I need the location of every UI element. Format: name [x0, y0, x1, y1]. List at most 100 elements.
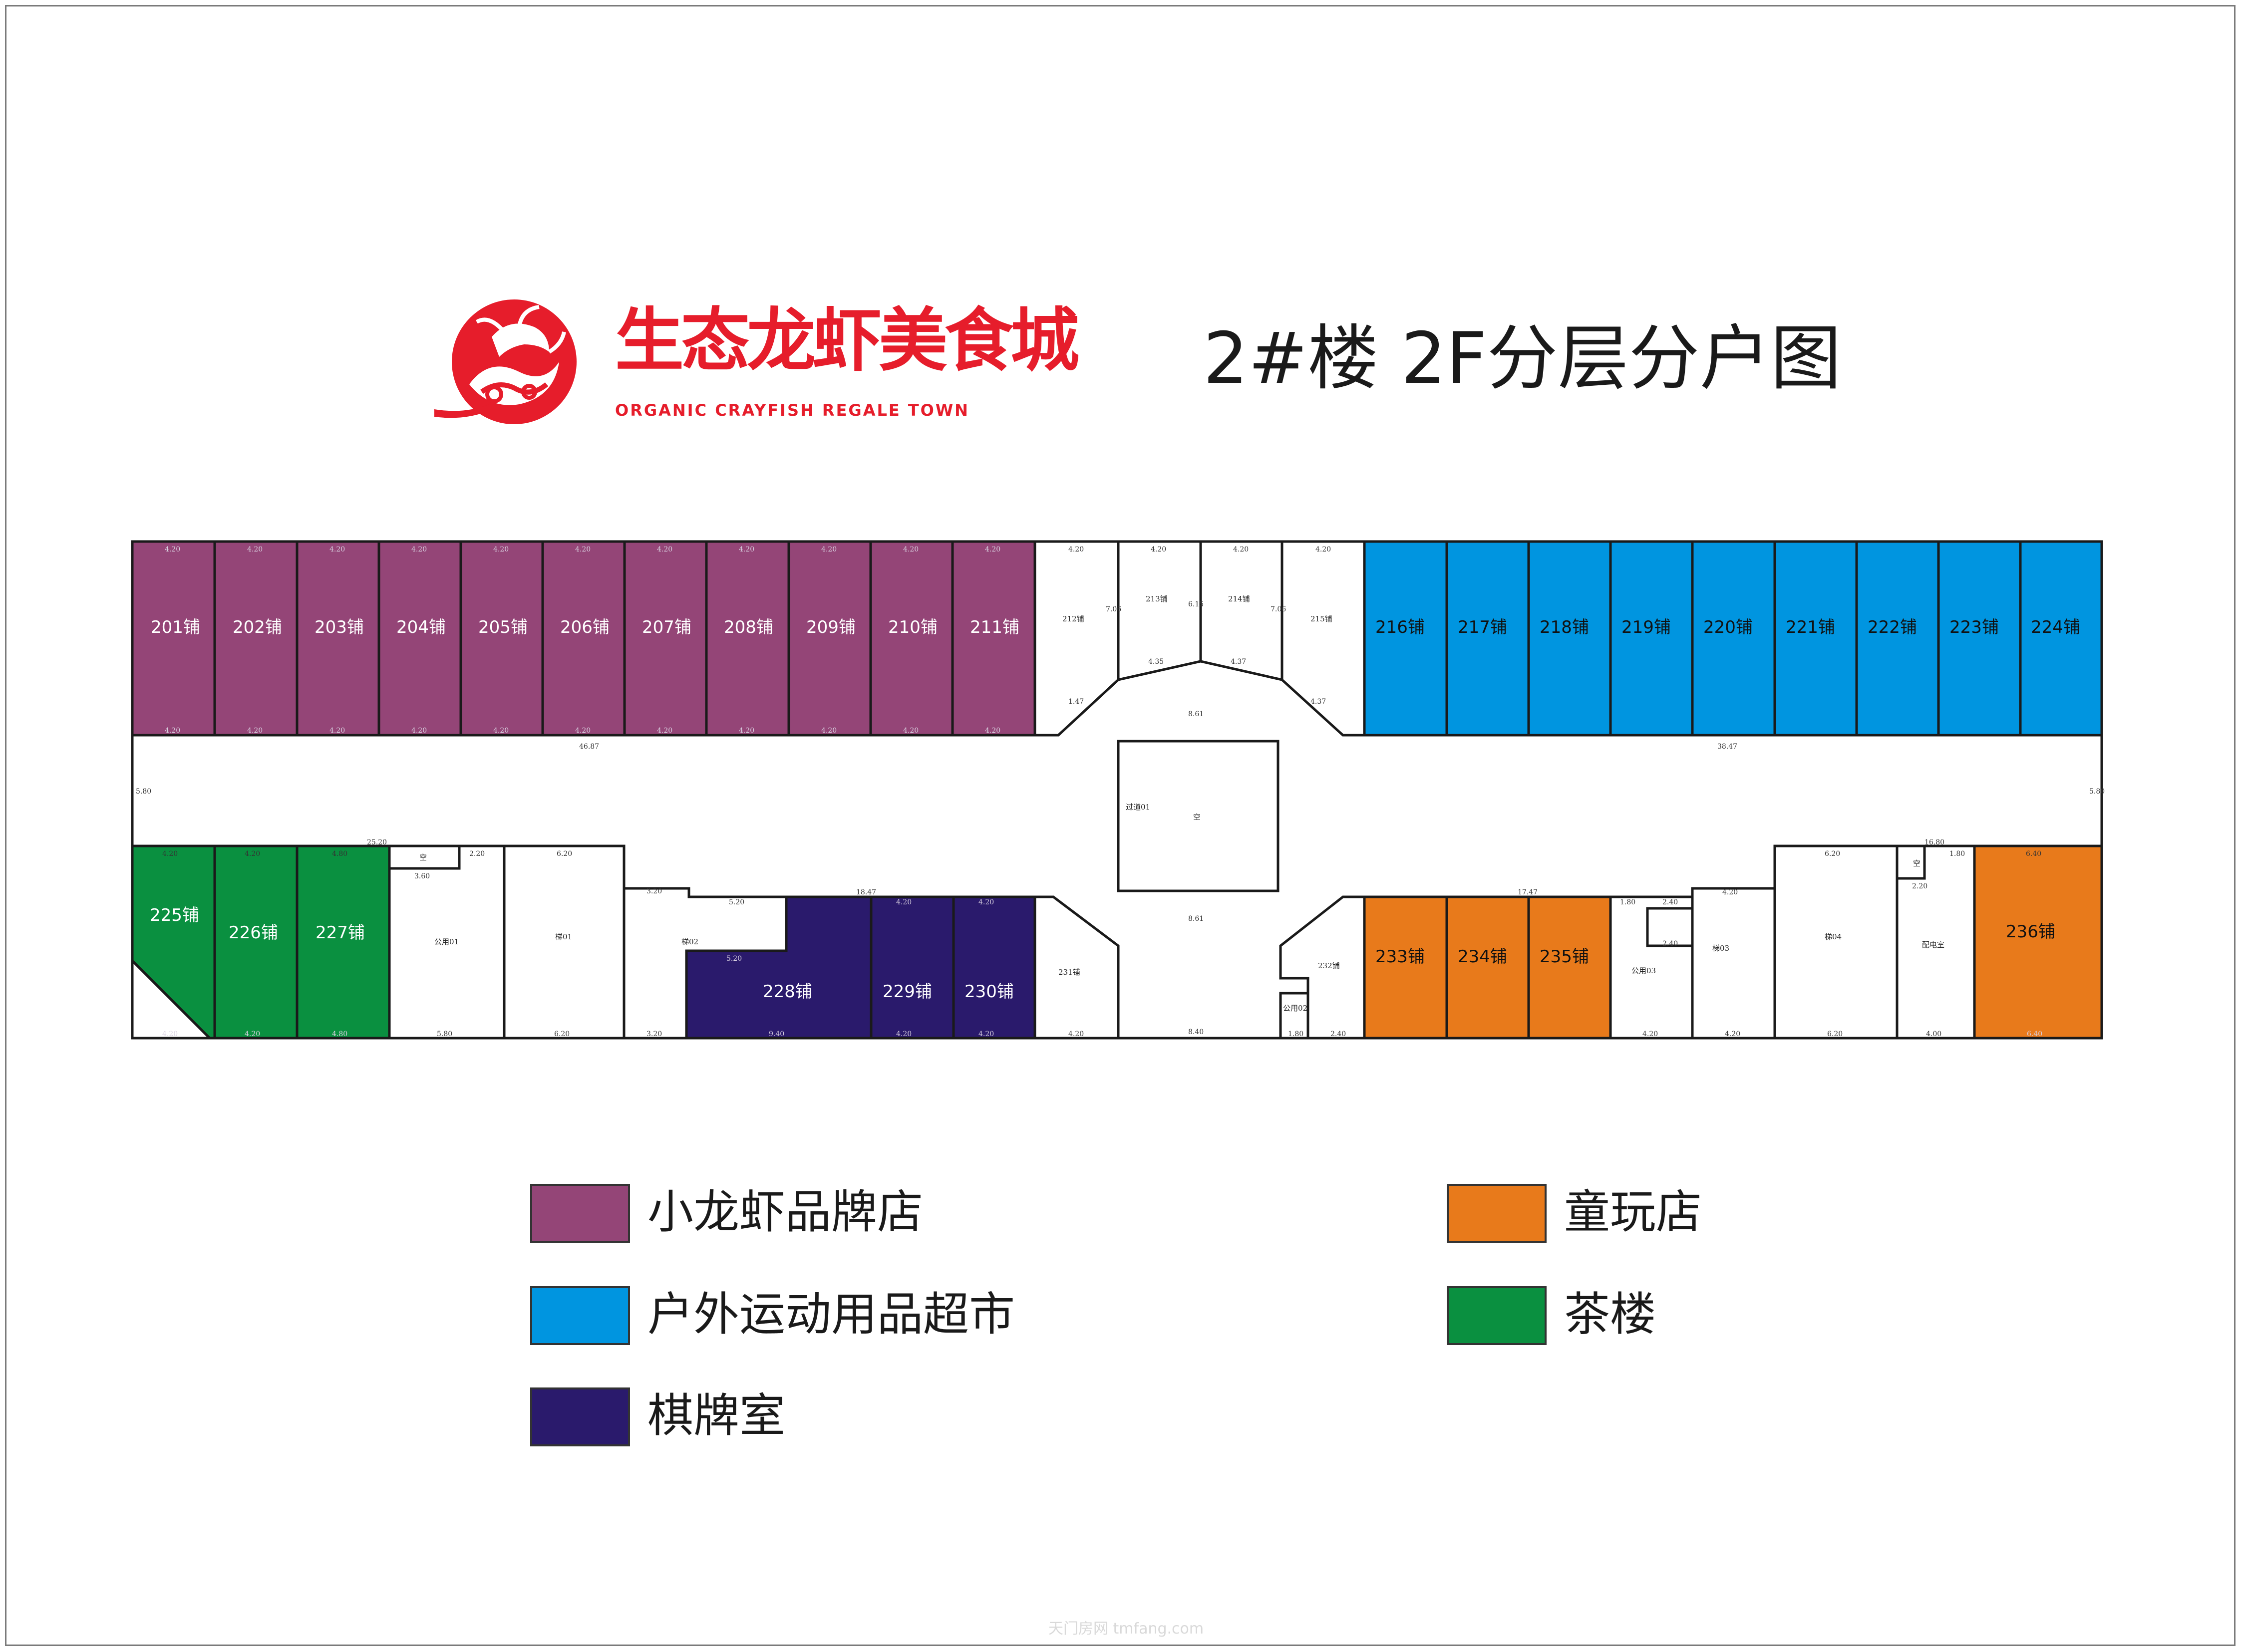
shop-202[interactable] — [213, 540, 299, 737]
shop-231[interactable] — [1033, 895, 1120, 1040]
svg-text:4.00: 4.00 — [1926, 1030, 1941, 1038]
svg-text:25.20: 25.20 — [367, 838, 387, 846]
dimension-labels: 4.20 4.20 4.20 4.20 4.20 4.20 4.20 4.20 … — [136, 546, 2105, 1038]
shop-212[interactable] — [1033, 540, 1120, 737]
svg-text:2.40: 2.40 — [1662, 940, 1678, 948]
label-stair03: 梯03 — [1712, 944, 1729, 953]
svg-text:4.20: 4.20 — [985, 727, 1000, 735]
label-217: 217铺 — [1458, 617, 1507, 637]
svg-text:4.20: 4.20 — [493, 727, 509, 735]
shop-227[interactable] — [296, 844, 391, 1040]
svg-text:4.37: 4.37 — [1231, 658, 1246, 666]
shop-234[interactable] — [1445, 895, 1530, 1040]
svg-text:9.40: 9.40 — [769, 1030, 784, 1038]
shop-220[interactable] — [1691, 540, 1776, 737]
shop-203[interactable] — [296, 540, 380, 737]
shop-207[interactable] — [623, 540, 708, 737]
shop-224[interactable] — [2019, 540, 2103, 737]
svg-text:4.20: 4.20 — [575, 546, 591, 553]
page-frame — [5, 5, 2236, 1646]
shop-230[interactable] — [952, 895, 1036, 1040]
shop-229[interactable] — [870, 895, 955, 1040]
label-public02: 公用02 — [1283, 1004, 1307, 1013]
room-labels: 公用01 梯01 梯02 过道01 空 空 公用02 公用03 梯03 梯04 … — [419, 803, 1944, 1013]
svg-text:6.40: 6.40 — [2027, 1030, 2042, 1038]
shop-205[interactable] — [459, 540, 544, 737]
svg-text:8.40: 8.40 — [1188, 1028, 1204, 1036]
shop-211[interactable] — [951, 540, 1036, 737]
svg-text:4.20: 4.20 — [985, 546, 1000, 553]
svg-text:5.20: 5.20 — [729, 898, 744, 906]
shop-208[interactable] — [705, 540, 790, 737]
legend-swatch — [1447, 1286, 1547, 1345]
label-stair01: 梯01 — [555, 932, 572, 941]
svg-text:5.80: 5.80 — [136, 788, 151, 796]
legend-label: 童玩店 — [1564, 1185, 1702, 1239]
label-232: 232铺 — [1318, 961, 1340, 970]
svg-text:5.20: 5.20 — [726, 955, 742, 963]
shop-222[interactable] — [1855, 540, 1940, 737]
svg-text:4.20: 4.20 — [329, 546, 345, 553]
svg-text:4.20: 4.20 — [411, 546, 427, 553]
shop-232[interactable] — [1279, 895, 1366, 1040]
svg-text:4.20: 4.20 — [245, 1030, 260, 1038]
shop-216[interactable] — [1363, 540, 1448, 737]
shop-221[interactable] — [1773, 540, 1858, 737]
label-233: 233铺 — [1375, 947, 1425, 967]
shop-233[interactable] — [1363, 895, 1448, 1040]
label-205: 205铺 — [478, 617, 528, 637]
svg-text:4.20: 4.20 — [162, 850, 178, 858]
legend-label: 茶楼 — [1564, 1288, 1656, 1341]
legend-swatch — [530, 1286, 630, 1345]
svg-text:4.80: 4.80 — [332, 850, 347, 858]
svg-text:7.06: 7.06 — [1271, 605, 1286, 613]
svg-text:4.20: 4.20 — [575, 727, 591, 735]
label-208: 208铺 — [724, 617, 773, 637]
label-void-small-3: 空 — [1913, 859, 1921, 868]
label-227: 227铺 — [316, 923, 365, 943]
svg-text:6.20: 6.20 — [1827, 1030, 1843, 1038]
svg-text:4.20: 4.20 — [821, 546, 837, 553]
svg-text:6.20: 6.20 — [554, 1030, 570, 1038]
svg-text:4.20: 4.20 — [411, 727, 427, 735]
shop-217[interactable] — [1445, 540, 1530, 737]
shop-218[interactable] — [1527, 540, 1612, 737]
label-power-room: 配电室 — [1922, 940, 1944, 949]
label-203: 203铺 — [315, 617, 364, 637]
svg-text:4.20: 4.20 — [493, 546, 509, 553]
svg-text:3.60: 3.60 — [414, 872, 430, 880]
svg-text:4.20: 4.20 — [1068, 546, 1084, 553]
label-204: 204铺 — [396, 617, 446, 637]
svg-text:4.20: 4.20 — [1722, 888, 1738, 896]
shop-236[interactable] — [1973, 844, 2103, 1040]
label-229: 229铺 — [883, 982, 932, 1002]
svg-text:2.40: 2.40 — [1662, 898, 1678, 906]
svg-text:4.20: 4.20 — [739, 546, 754, 553]
label-stair02: 梯02 — [681, 937, 698, 946]
label-public03: 公用03 — [1631, 966, 1656, 975]
shop-206[interactable] — [541, 540, 626, 737]
shop-215[interactable] — [1281, 540, 1366, 737]
shop-223[interactable] — [1937, 540, 2022, 737]
label-221: 221铺 — [1786, 617, 1835, 637]
shop-209[interactable] — [787, 540, 872, 737]
label-stair04: 梯04 — [1825, 932, 1842, 941]
shop-210[interactable] — [869, 540, 954, 737]
shop-219[interactable] — [1609, 540, 1694, 737]
label-201: 201铺 — [151, 617, 200, 637]
svg-text:5.80: 5.80 — [2089, 788, 2105, 796]
label-215: 215铺 — [1310, 614, 1332, 623]
label-211: 211铺 — [970, 617, 1019, 637]
svg-text:18.47: 18.47 — [856, 888, 876, 896]
svg-text:17.47: 17.47 — [1518, 888, 1538, 896]
svg-text:2.20: 2.20 — [469, 850, 485, 858]
svg-text:46.87: 46.87 — [579, 743, 599, 751]
svg-text:6.40: 6.40 — [2026, 850, 2041, 858]
shop-201[interactable] — [131, 540, 216, 737]
shop-235[interactable] — [1527, 895, 1612, 1040]
svg-text:4.20: 4.20 — [1233, 546, 1249, 553]
shop-labels: 201铺 202铺 203铺 204铺 205铺 206铺 207铺 208铺 … — [150, 594, 2080, 1002]
shop-225[interactable] — [131, 844, 216, 1040]
svg-text:4.20: 4.20 — [739, 727, 754, 735]
shop-204[interactable] — [377, 540, 462, 737]
